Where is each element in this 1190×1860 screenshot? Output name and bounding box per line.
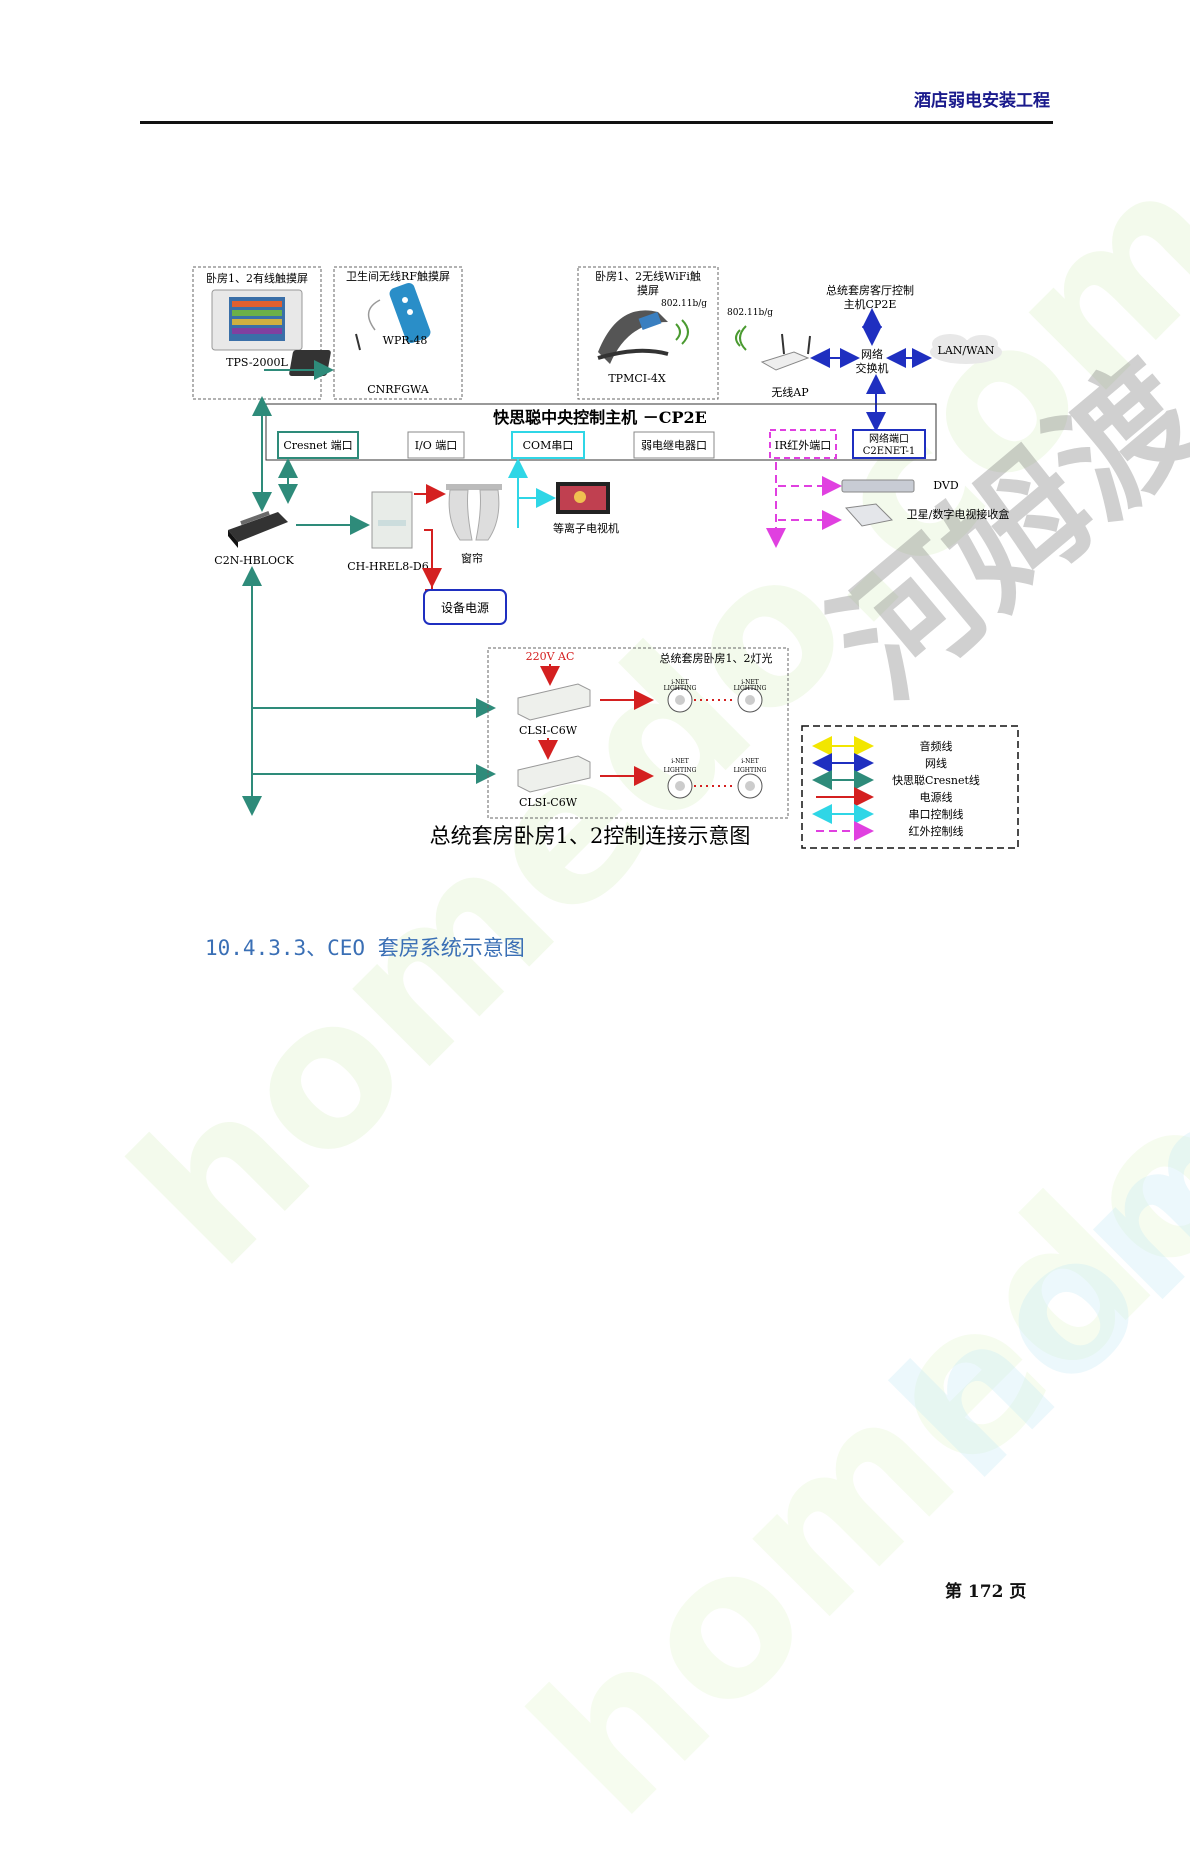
rf-group-label: 卫生间无线RF触摸屏: [346, 269, 450, 283]
lamp-label: LIGHTING: [664, 685, 697, 692]
lamp-net-label: i-NET: [671, 679, 689, 686]
legend-label: 电源线: [920, 790, 953, 804]
rf-remote-icon: [367, 282, 431, 344]
wifi-remote-icon: [597, 310, 689, 364]
satellite-label: 卫星/数字电视接收盒: [907, 507, 1010, 521]
io-port-label: I/O 端口: [415, 439, 458, 452]
legend-label: 红外控制线: [909, 824, 964, 838]
page-footer: 第 172 页: [945, 1577, 1026, 1602]
footer-suffix: 页: [1009, 1582, 1027, 1602]
com-port: [511, 431, 585, 459]
cresnet-port-label: Cresnet 端口: [283, 439, 352, 452]
system-diagram: 卧房1、2有线触摸屏 TPS-2000L 卫生间无线RF触摸屏 WPR-48 C…: [192, 266, 1019, 849]
cresnet-port: [277, 431, 359, 459]
lamp-net-label: i-NET: [671, 758, 689, 765]
relay-label: CH-HREL8-D6: [347, 560, 428, 573]
wifi-spec-label: 802.11b/g: [661, 299, 707, 309]
lamp-net-label: i-NET: [741, 758, 759, 765]
lighting-group-box: [487, 647, 789, 819]
dimmer-module-icon: [517, 755, 591, 793]
lamp-icon: [667, 773, 693, 799]
curtain-icon: [446, 484, 502, 541]
header-divider: [140, 121, 1053, 124]
page-number: 172: [967, 1582, 1004, 1602]
lamp-icon: [737, 687, 763, 713]
ap-label: 无线AP: [771, 385, 809, 399]
wireless-ap-icon: [735, 325, 811, 371]
section-heading: 10.4.3.3、CEO 套房系统示意图: [205, 936, 525, 960]
lamp-icon: [667, 687, 693, 713]
tv-icon: [556, 482, 610, 514]
network-port: [852, 429, 926, 459]
tv-label: 等离子电视机: [553, 521, 619, 535]
ac-label: 220V AC: [526, 650, 575, 663]
io-port: [407, 431, 465, 459]
com-port-label: COM串口: [523, 439, 574, 452]
dvd-icon: [841, 479, 915, 493]
living-cp2e-label-line2: 主机CP2E: [844, 297, 897, 311]
wifi-group-label-line1: 卧房1、2无线WiFi触: [595, 269, 701, 283]
relay-module-icon: [371, 491, 413, 549]
legend-box: [801, 725, 1019, 849]
lamp-net-label: i-NET: [741, 679, 759, 686]
legend-label: 快思聪Cresnet线: [892, 773, 980, 787]
tps-model-label: TPS-2000L: [226, 356, 288, 369]
tps-group-label: 卧房1、2有线触摸屏: [206, 271, 308, 285]
touch-panel-icon: [211, 289, 303, 351]
hblock-label: C2N-HBLOCK: [214, 554, 294, 567]
lamp-label: LIGHTING: [734, 767, 767, 774]
legend-label: 音频线: [920, 739, 953, 753]
relay-port-label: 弱电继电器口: [641, 439, 707, 452]
network-port-label-line2: C2ENET-1: [863, 446, 916, 457]
controller-title: 快思聪中央控制主机 －CP2E: [493, 408, 707, 427]
dvd-label: DVD: [933, 479, 959, 492]
header-title: 酒店弱电安装工程: [914, 91, 1050, 111]
device-power-label: 设备电源: [441, 601, 489, 615]
legend-label: 串口控制线: [909, 807, 964, 821]
legend-label: 网线: [925, 756, 947, 770]
cloud-icon: [930, 334, 1002, 364]
footer-prefix: 第: [945, 1582, 962, 1602]
rf-model-label: WPR-48: [383, 334, 428, 347]
dimmer-module-icon: [517, 683, 591, 721]
ap-spec-label: 802.11b/g: [727, 308, 773, 318]
ir-port-label: IR红外端口: [775, 439, 832, 452]
satellite-box-icon: [845, 503, 894, 527]
device-power-box: [423, 589, 507, 625]
lamp-label: LIGHTING: [664, 767, 697, 774]
relay-port: [633, 431, 715, 459]
switch-label-line1: 网络: [861, 347, 883, 361]
hblock-icon: [228, 510, 288, 548]
clsi-1-label: CLSI-C6W: [519, 724, 578, 737]
lighting-group-label: 总统套房卧房1、2灯光: [660, 651, 773, 665]
ir-port: [769, 429, 837, 459]
living-cp2e-label-line1: 总统套房客厅控制: [826, 283, 914, 297]
diagram-caption: 总统套房卧房1、2控制连接示意图: [430, 824, 751, 848]
lamp-icon: [737, 773, 763, 799]
rf-gateway-label: CNRFGWA: [367, 383, 430, 396]
network-port-label-line1: 网络端口: [869, 432, 909, 445]
wifi-group-box: [577, 266, 719, 400]
lamp-label: LIGHTING: [734, 685, 767, 692]
lan-wan-label: LAN/WAN: [938, 344, 995, 357]
switch-label-line2: 交换机: [856, 361, 889, 375]
wifi-model-label: TPMCI-4X: [608, 372, 665, 385]
wifi-group-label-line2: 摸屏: [637, 284, 659, 297]
clsi-2-label: CLSI-C6W: [519, 796, 578, 809]
curtain-label: 窗帘: [461, 551, 483, 565]
